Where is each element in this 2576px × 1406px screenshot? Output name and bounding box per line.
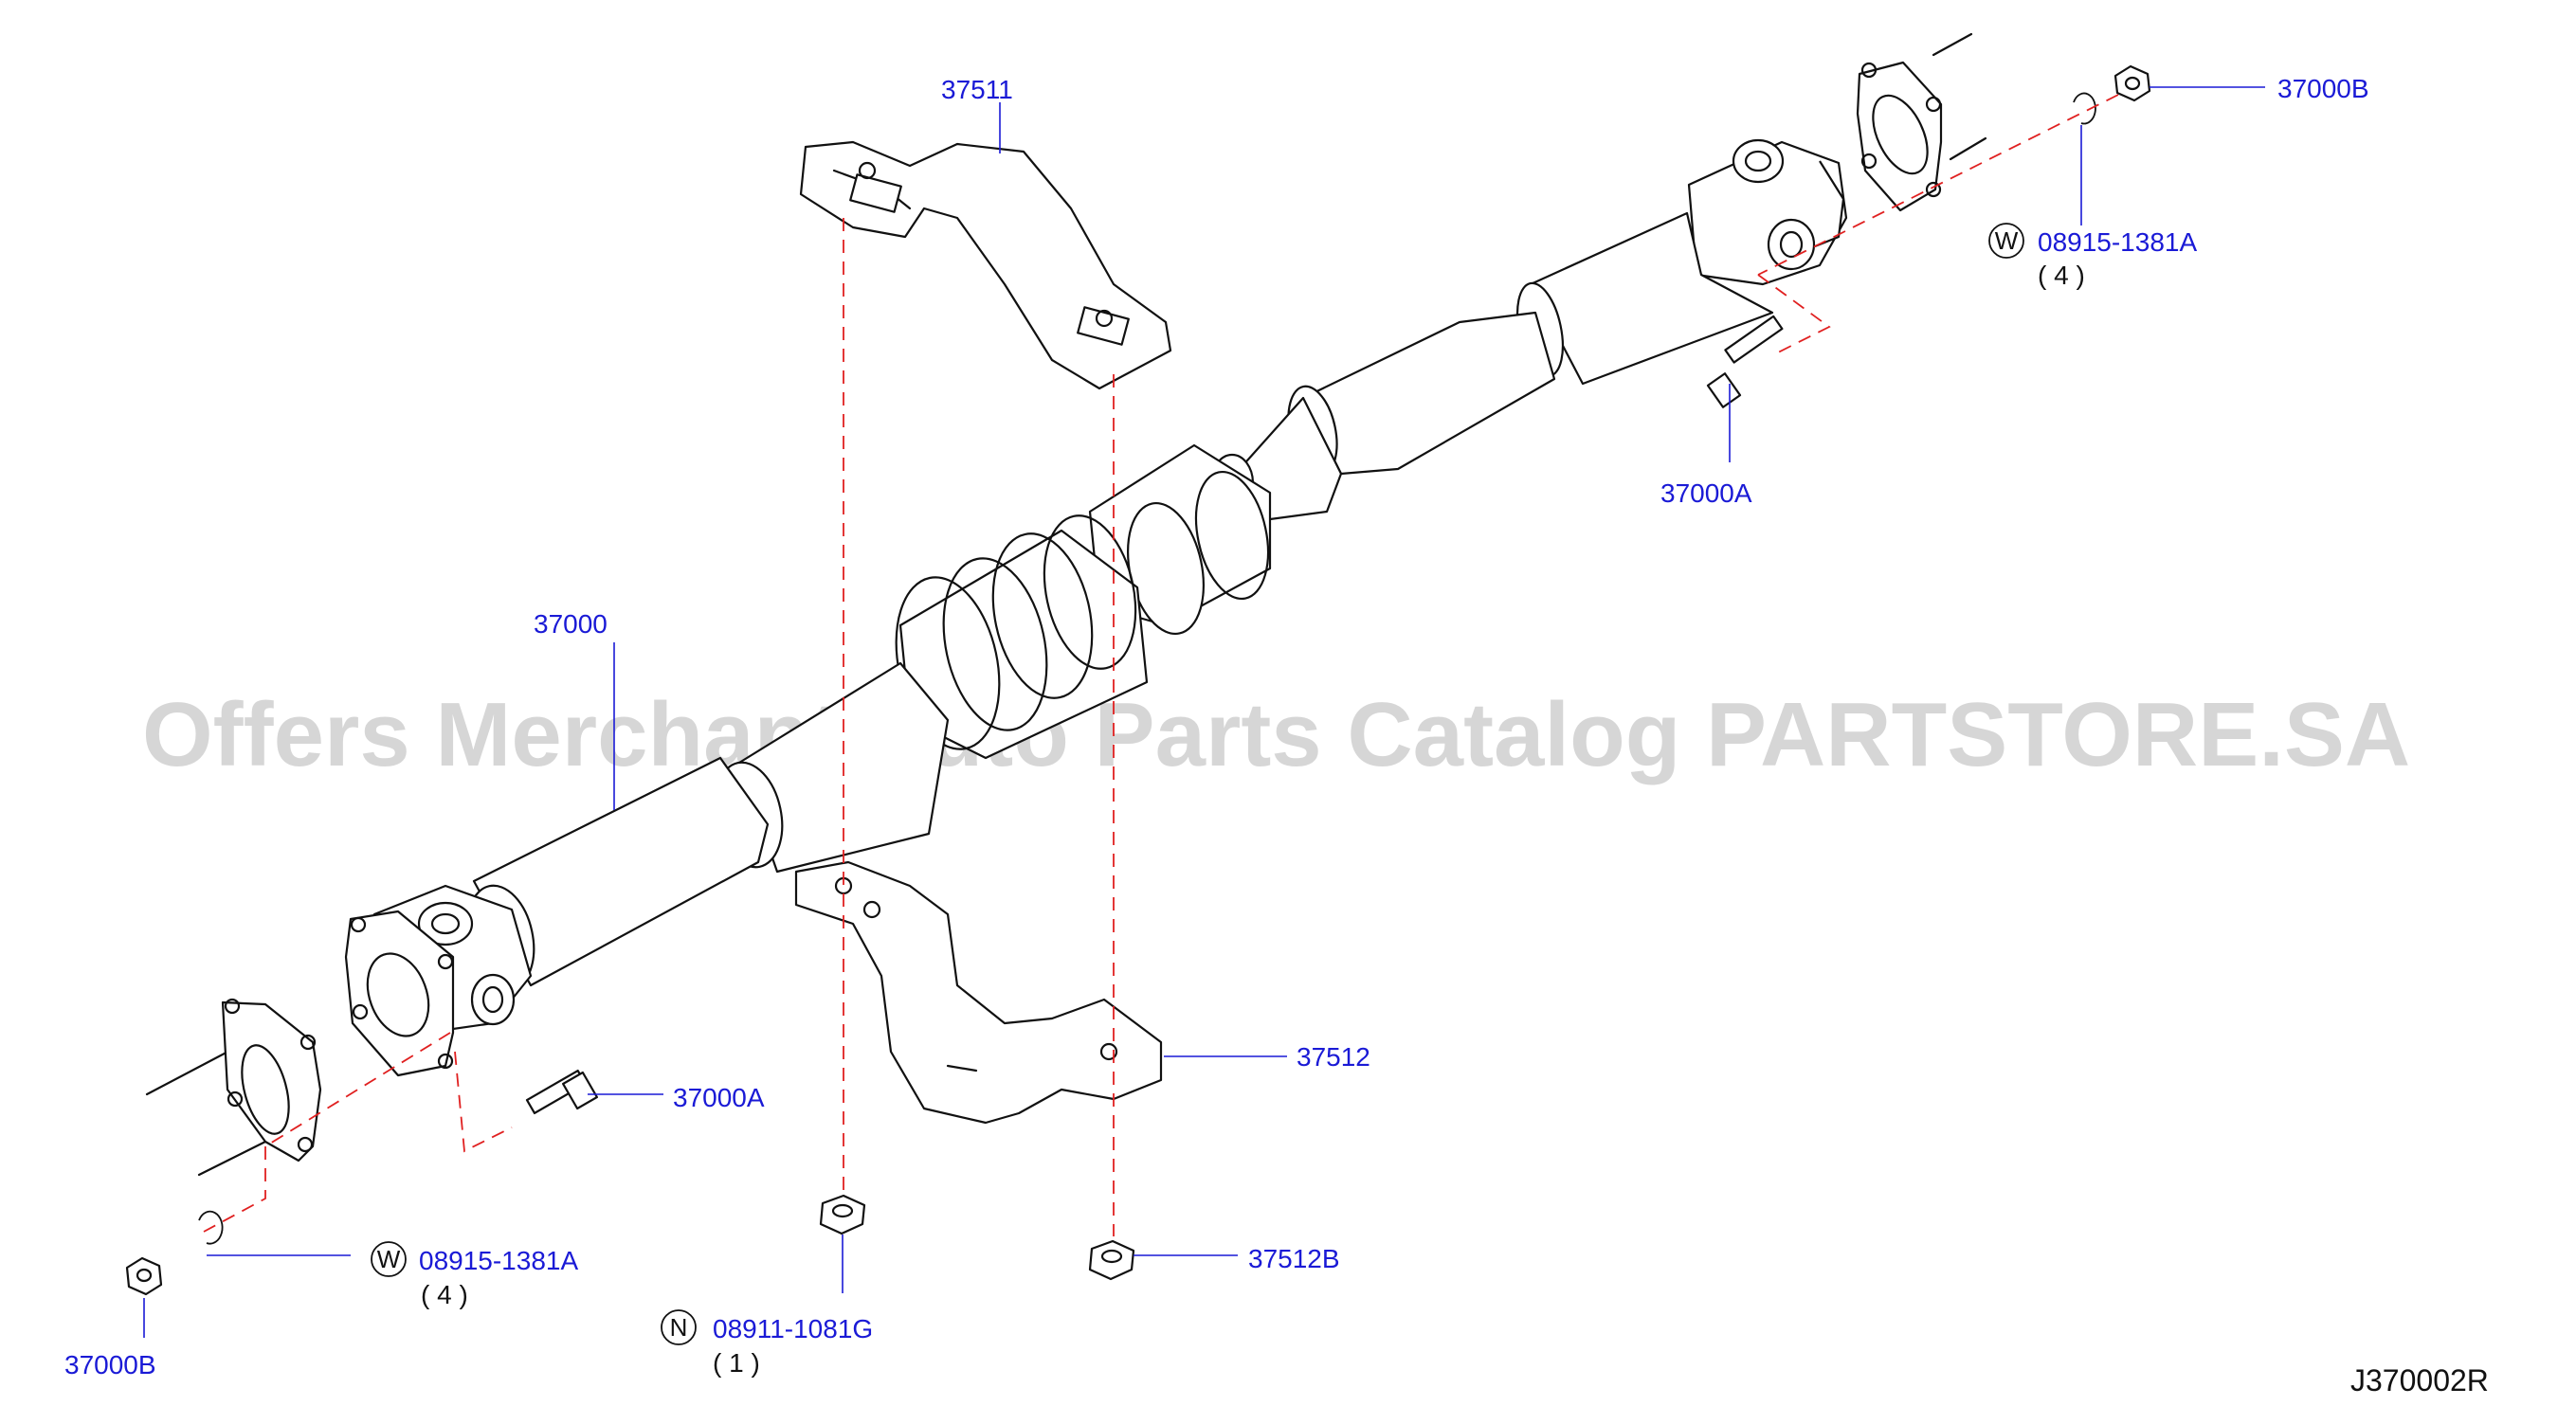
support-nut-prefix-circle — [661, 1309, 697, 1345]
upper-support-bracket — [799, 140, 1172, 390]
washer-front-prefix: W — [377, 1245, 401, 1273]
nut-rear-icon — [2113, 64, 2151, 102]
watermark-text: Offers Merchant Auto Parts Catalog PARTS… — [142, 684, 2410, 785]
support-nut-left-icon — [819, 1194, 866, 1235]
nut-front-icon — [125, 1256, 163, 1296]
bolt-rear-icon — [1706, 315, 1784, 408]
support-nut-right-icon — [1088, 1239, 1135, 1281]
support-nut-prefix: N — [670, 1313, 688, 1342]
washer-rear-prefix-circle — [1988, 223, 2024, 259]
callout-37000B-front: 37000B — [64, 1350, 156, 1379]
callout-08911-1081G: 08911-1081G — [713, 1314, 873, 1343]
washer-rear-icon — [2073, 92, 2096, 125]
washer-front-prefix-circle — [371, 1241, 407, 1277]
propeller-shaft — [344, 211, 1774, 1077]
callout-37511: 37511 — [941, 75, 1013, 104]
callout-37000A-rear: 37000A — [1660, 478, 1752, 508]
washer-rear-prefix: W — [1995, 226, 2019, 255]
support-nut-qty: ( 1 ) — [713, 1348, 760, 1378]
rear-flange-assembly — [1687, 32, 1987, 286]
hardware — [125, 64, 2151, 1296]
centerlines — [203, 94, 2119, 1236]
lower-support-bracket — [794, 860, 1163, 1125]
washer-front-qty: ( 4 ) — [421, 1280, 468, 1309]
callout-37000A-front: 37000A — [673, 1083, 765, 1112]
diagram-code: J370002R — [2350, 1363, 2489, 1397]
callout-37000: 37000 — [534, 609, 608, 639]
callout-37000B-rear: 37000B — [2277, 74, 2369, 103]
front-flange-assembly — [145, 998, 322, 1177]
leader-lines — [143, 86, 2265, 1338]
bolt-front-icon — [525, 1069, 598, 1115]
callout-08915-1381A-rear: 08915-1381A — [2038, 227, 2197, 257]
callout-37512: 37512 — [1297, 1042, 1370, 1072]
callout-37512B: 37512B — [1248, 1244, 1340, 1273]
callout-08915-1381A-front: 08915-1381A — [419, 1246, 578, 1275]
washer-rear-qty: ( 4 ) — [2038, 261, 2085, 290]
